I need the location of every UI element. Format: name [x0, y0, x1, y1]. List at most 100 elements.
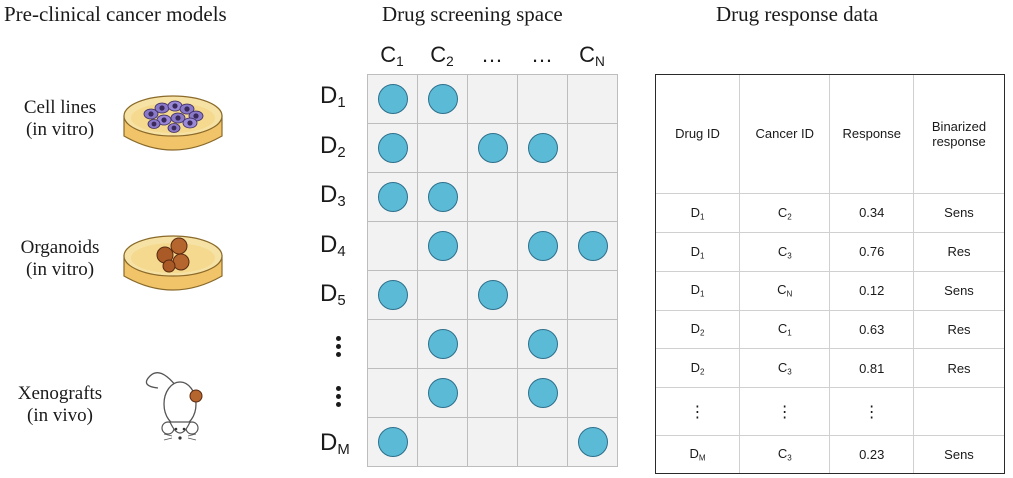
- grid-row: [367, 319, 618, 369]
- tested-pair-dot: [427, 378, 458, 408]
- model-name: Cell lines: [23, 97, 97, 118]
- grid-cell: [367, 319, 418, 369]
- header-binarized-response: Binarized response: [913, 75, 1004, 194]
- column-header: …: [481, 42, 503, 67]
- grid-cell: [467, 123, 518, 173]
- grid-cell: [467, 74, 518, 124]
- grid-cell: [517, 319, 568, 369]
- row-header: D5: [320, 280, 346, 310]
- row-header: D3: [320, 181, 346, 211]
- grid-cell: [517, 123, 568, 173]
- grid-cell: [367, 123, 418, 173]
- header-drug-id: Drug ID: [656, 75, 741, 194]
- grid-cell: [567, 319, 618, 369]
- grid-cell: [467, 319, 518, 369]
- cell-cancer-id: C2: [739, 192, 831, 233]
- header-response: Response: [829, 75, 914, 194]
- tested-pair-dot: [377, 182, 408, 212]
- cell-drug-id: ⋮: [656, 387, 741, 436]
- grid-cell: [417, 221, 468, 271]
- table-row: ⋮⋮⋮: [656, 387, 1004, 436]
- grid-cell: [367, 74, 418, 124]
- tested-pair-dot: [527, 329, 558, 359]
- cell-response: 0.76: [829, 231, 914, 272]
- cell-cancer-id: C3: [739, 231, 831, 272]
- cell-cancer-id: CN: [739, 270, 831, 311]
- row-header: D1: [320, 82, 346, 112]
- grid-row: [367, 221, 618, 271]
- tested-pair-dot: [427, 84, 458, 114]
- cell-binarized-response: Res: [913, 309, 1004, 350]
- row-ellipsis: [333, 336, 343, 360]
- model-name: Xenografts: [17, 383, 103, 404]
- grid-cell: [467, 172, 518, 222]
- grid-row: [367, 368, 618, 418]
- row-header: D2: [320, 131, 346, 161]
- model-name: Organoids: [20, 237, 100, 258]
- grid-cell: [367, 417, 418, 467]
- drug-response-table: Drug ID Cancer ID Response Binarized res…: [655, 74, 1005, 474]
- grid-row: [367, 172, 618, 222]
- grid-row: [367, 270, 618, 320]
- cell-response: 0.63: [829, 309, 914, 350]
- organoids-petri-dish-icon: [123, 235, 223, 291]
- grid-cell: [467, 270, 518, 320]
- tested-pair-dot: [377, 280, 408, 310]
- row-header: D4: [320, 230, 346, 260]
- column-header: …: [531, 42, 553, 67]
- cell-drug-id: D1: [656, 270, 741, 311]
- grid-cell: [467, 417, 518, 467]
- response-title: Drug response data: [716, 2, 879, 26]
- tested-pair-dot: [477, 280, 508, 310]
- grid-cell: [467, 368, 518, 418]
- grid-cell: [567, 172, 618, 222]
- grid-cell: [517, 74, 568, 124]
- tested-pair-dot: [577, 427, 608, 457]
- cell-drug-id: D2: [656, 309, 741, 350]
- model-label-organoids: Organoids (in vitro): [10, 237, 110, 281]
- cell-drug-id: D1: [656, 231, 741, 272]
- cell-drug-id: D1: [656, 192, 741, 233]
- grid-row: [367, 74, 618, 124]
- cell-cancer-id: ⋮: [739, 387, 831, 436]
- cell-response: 0.12: [829, 270, 914, 311]
- tested-pair-dot: [377, 84, 408, 114]
- grid-cell: [367, 172, 418, 222]
- cell-binarized-response: Res: [913, 231, 1004, 272]
- grid-cell: [417, 270, 468, 320]
- cell-cancer-id: C3: [739, 434, 831, 473]
- grid-row: [367, 417, 618, 467]
- grid-cell: [567, 417, 618, 467]
- tested-pair-dot: [377, 133, 408, 163]
- grid-cell: [567, 368, 618, 418]
- tested-pair-dot: [377, 427, 408, 457]
- grid-cell: [517, 368, 568, 418]
- tested-pair-dot: [427, 329, 458, 359]
- grid-cell: [517, 270, 568, 320]
- models-title: Pre-clinical cancer models: [4, 2, 227, 26]
- grid-row: [367, 123, 618, 173]
- drug-screening-grid: [367, 74, 618, 467]
- grid-cell: [567, 270, 618, 320]
- screening-title: Drug screening space: [382, 2, 563, 26]
- column-header: C2: [430, 42, 454, 69]
- cell-binarized-response: Sens: [913, 270, 1004, 311]
- cell-lines-petri-dish-icon: [123, 95, 223, 151]
- grid-cell: [417, 319, 468, 369]
- cell-binarized-response: Res: [913, 348, 1004, 389]
- model-label-xenografts: Xenografts (in vivo): [10, 383, 110, 427]
- grid-cell: [417, 123, 468, 173]
- grid-cell: [517, 417, 568, 467]
- cell-response: ⋮: [829, 387, 914, 436]
- cell-response: 0.81: [829, 348, 914, 389]
- tested-pair-dot: [527, 231, 558, 261]
- grid-cell: [417, 74, 468, 124]
- model-label-cell-lines: Cell lines (in vitro): [10, 97, 110, 141]
- grid-cell: [417, 368, 468, 418]
- grid-cell: [567, 74, 618, 124]
- cell-response: 0.34: [829, 192, 914, 233]
